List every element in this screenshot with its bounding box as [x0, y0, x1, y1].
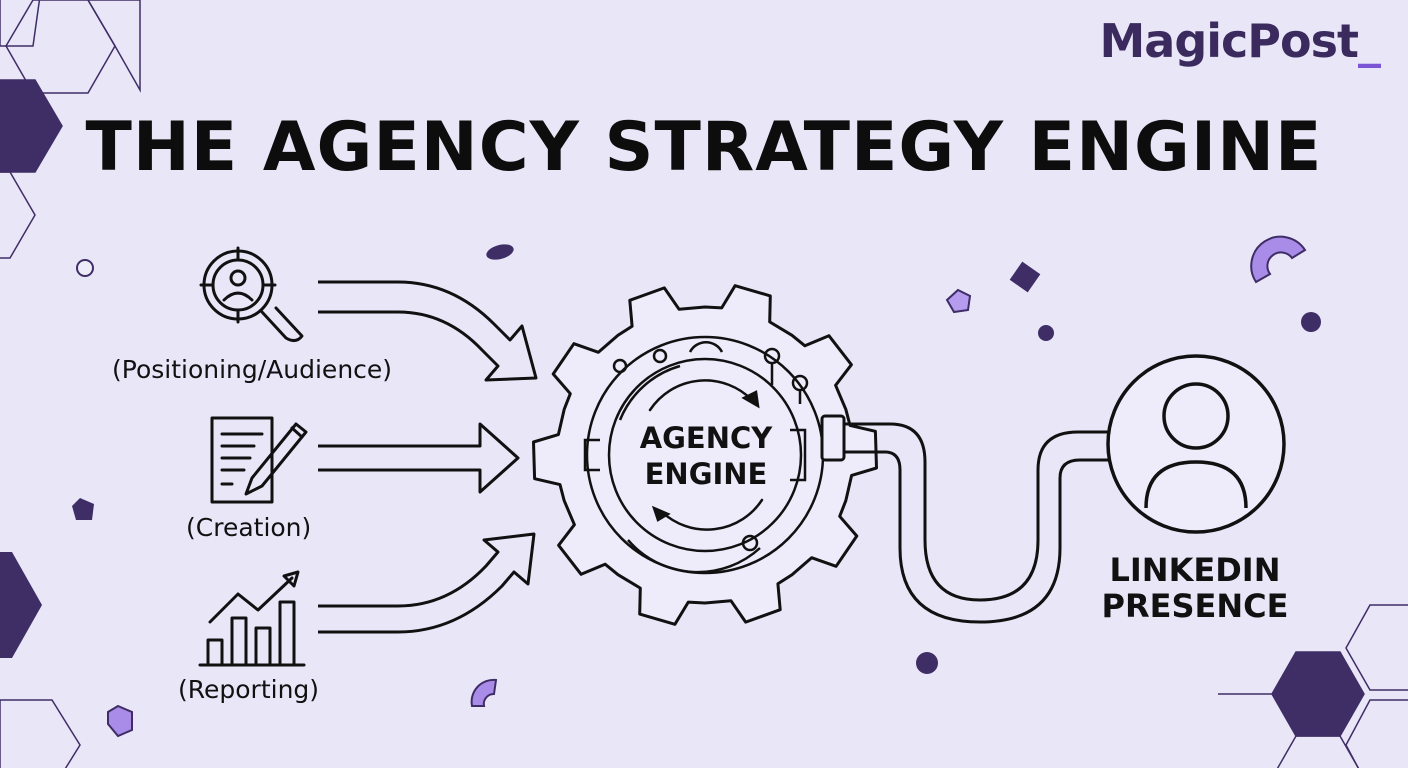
- brand-cursor: _: [1358, 14, 1381, 68]
- magnifier-person-icon: [199, 246, 304, 343]
- engine-gear: [532, 284, 878, 626]
- cycle-arrows-icon: [648, 379, 764, 531]
- document-pen-icon: [210, 416, 308, 504]
- caption-positioning: (Positioning/Audience): [112, 355, 393, 384]
- hexagon-pattern-bottom-left: [0, 699, 81, 768]
- hexagon-pattern-top-left: [0, 0, 141, 259]
- page-title: THE AGENCY STRATEGY ENGINE: [85, 108, 1323, 187]
- target-label-line2: PRESENCE: [1101, 587, 1289, 625]
- confetti-decorations: [72, 235, 1321, 738]
- arrow-positioning-to-engine: [318, 280, 538, 382]
- hexagon-pattern-bottom-right: [1218, 604, 1408, 768]
- engine-inner-gears: [583, 335, 825, 575]
- caption-reporting: (Reporting): [178, 675, 320, 704]
- caption-creation: (Creation): [186, 513, 312, 542]
- arrow-creation-to-engine: [318, 422, 520, 494]
- hexagon-left-middle: [0, 552, 42, 658]
- connector-pipe: [820, 414, 1112, 624]
- filled-hexagon: [0, 79, 63, 173]
- brand-logo: MagicPost_: [1099, 14, 1381, 68]
- user-profile-icon: [1106, 354, 1286, 534]
- engine-label-line2: ENGINE: [644, 457, 768, 491]
- linkedin-presence-label: LINKEDIN PRESENCE: [1090, 552, 1300, 624]
- growth-chart-icon: [198, 570, 306, 667]
- arrow-reporting-to-engine: [318, 532, 536, 634]
- engine-label-line1: AGENCY: [639, 421, 773, 455]
- brand-name: MagicPost: [1099, 14, 1359, 68]
- target-label-line1: LINKEDIN: [1109, 551, 1281, 589]
- engine-label: AGENCY ENGINE: [626, 420, 786, 492]
